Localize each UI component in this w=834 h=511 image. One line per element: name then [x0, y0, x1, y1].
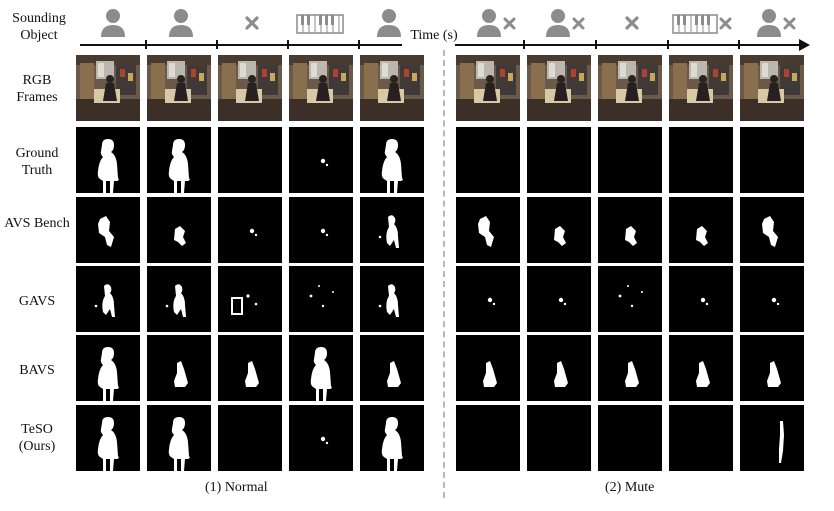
gavs-mask — [360, 266, 424, 332]
gavs-mask — [289, 266, 353, 332]
bavs-mask — [218, 335, 282, 401]
row-label-avs-bench: AVS Bench — [4, 216, 70, 231]
time-tick — [523, 40, 525, 49]
time-axis-line-mute — [455, 44, 800, 46]
gavs-mask — [740, 266, 804, 332]
teso-mask — [360, 405, 424, 471]
teso-mask — [740, 405, 804, 471]
rgb-frame — [527, 55, 591, 121]
avs-bench-mask — [360, 197, 424, 263]
avs-bench-mask — [669, 197, 733, 263]
ground-truth-mask — [598, 127, 662, 193]
bavs-mask — [76, 335, 140, 401]
ground-truth-mask — [669, 127, 733, 193]
rgb-frame — [740, 55, 804, 121]
avs-bench-mask — [527, 197, 591, 263]
bavs-mask — [740, 335, 804, 401]
rgb-frame — [360, 55, 424, 121]
cross-icon — [245, 16, 259, 30]
teso-mask — [527, 405, 591, 471]
avs-bench-mask — [76, 197, 140, 263]
teso-mask — [456, 405, 520, 471]
ground-truth-mask — [289, 127, 353, 193]
bavs-mask — [360, 335, 424, 401]
bavs-mask — [147, 335, 211, 401]
gavs-mask — [76, 266, 140, 332]
time-tick — [216, 40, 218, 49]
rgb-frame — [456, 55, 520, 121]
section-divider — [443, 50, 445, 498]
row-label-ground-truth: Ground Truth — [15, 146, 59, 178]
rgb-frame — [147, 55, 211, 121]
time-axis-line-normal — [80, 44, 402, 46]
person-icon — [101, 9, 125, 37]
avs-bench-mask — [456, 197, 520, 263]
avs-bench-mask — [598, 197, 662, 263]
avs-bench-mask — [289, 197, 353, 263]
gavs-mask — [147, 266, 211, 332]
ground-truth-mask — [456, 127, 520, 193]
ground-truth-mask — [218, 127, 282, 193]
sounding-object-label: Sounding Object — [12, 11, 66, 43]
ground-truth-mask — [360, 127, 424, 193]
gavs-mask — [218, 266, 282, 332]
bavs-mask — [598, 335, 662, 401]
avs-bench-mask — [147, 197, 211, 263]
gavs-mask — [598, 266, 662, 332]
time-tick — [145, 40, 147, 49]
rgb-frame — [218, 55, 282, 121]
teso-mask — [76, 405, 140, 471]
ground-truth-mask — [527, 127, 591, 193]
piano-icon — [296, 14, 344, 34]
time-axis-arrowhead — [799, 39, 810, 51]
time-tick — [738, 40, 740, 49]
row-label-teso: TeSO (Ours) — [18, 422, 56, 454]
avs-bench-mask — [740, 197, 804, 263]
avs-bench-mask — [218, 197, 282, 263]
row-label-gavs: GAVS — [18, 294, 56, 309]
rgb-frame — [669, 55, 733, 121]
rgb-frame — [289, 55, 353, 121]
bavs-mask — [669, 335, 733, 401]
person-muted-icon — [546, 9, 585, 37]
teso-mask — [598, 405, 662, 471]
row-label-bavs: BAVS — [19, 363, 55, 378]
caption-normal: (1) Normal — [205, 480, 268, 495]
gavs-mask — [456, 266, 520, 332]
gavs-mask — [527, 266, 591, 332]
person-muted-icon — [477, 9, 516, 37]
time-axis-label: Time (s) — [410, 28, 458, 43]
person-icon — [169, 9, 193, 37]
person-icon — [377, 9, 401, 37]
teso-mask — [147, 405, 211, 471]
bavs-mask — [456, 335, 520, 401]
caption-mute: (2) Mute — [605, 480, 655, 495]
rgb-frame — [76, 55, 140, 121]
rgb-frame — [598, 55, 662, 121]
time-tick — [667, 40, 669, 49]
teso-mask — [669, 405, 733, 471]
gavs-mask — [669, 266, 733, 332]
time-tick — [287, 40, 289, 49]
teso-mask — [289, 405, 353, 471]
person-muted-icon — [757, 9, 796, 37]
cross-icon — [625, 16, 639, 30]
time-tick — [358, 40, 360, 49]
ground-truth-mask — [147, 127, 211, 193]
ground-truth-mask — [76, 127, 140, 193]
row-label-rgb: RGB Frames — [16, 73, 58, 105]
time-tick — [595, 40, 597, 49]
bavs-mask — [527, 335, 591, 401]
piano-muted-icon — [672, 14, 732, 34]
bavs-mask — [289, 335, 353, 401]
ground-truth-mask — [740, 127, 804, 193]
teso-mask — [218, 405, 282, 471]
